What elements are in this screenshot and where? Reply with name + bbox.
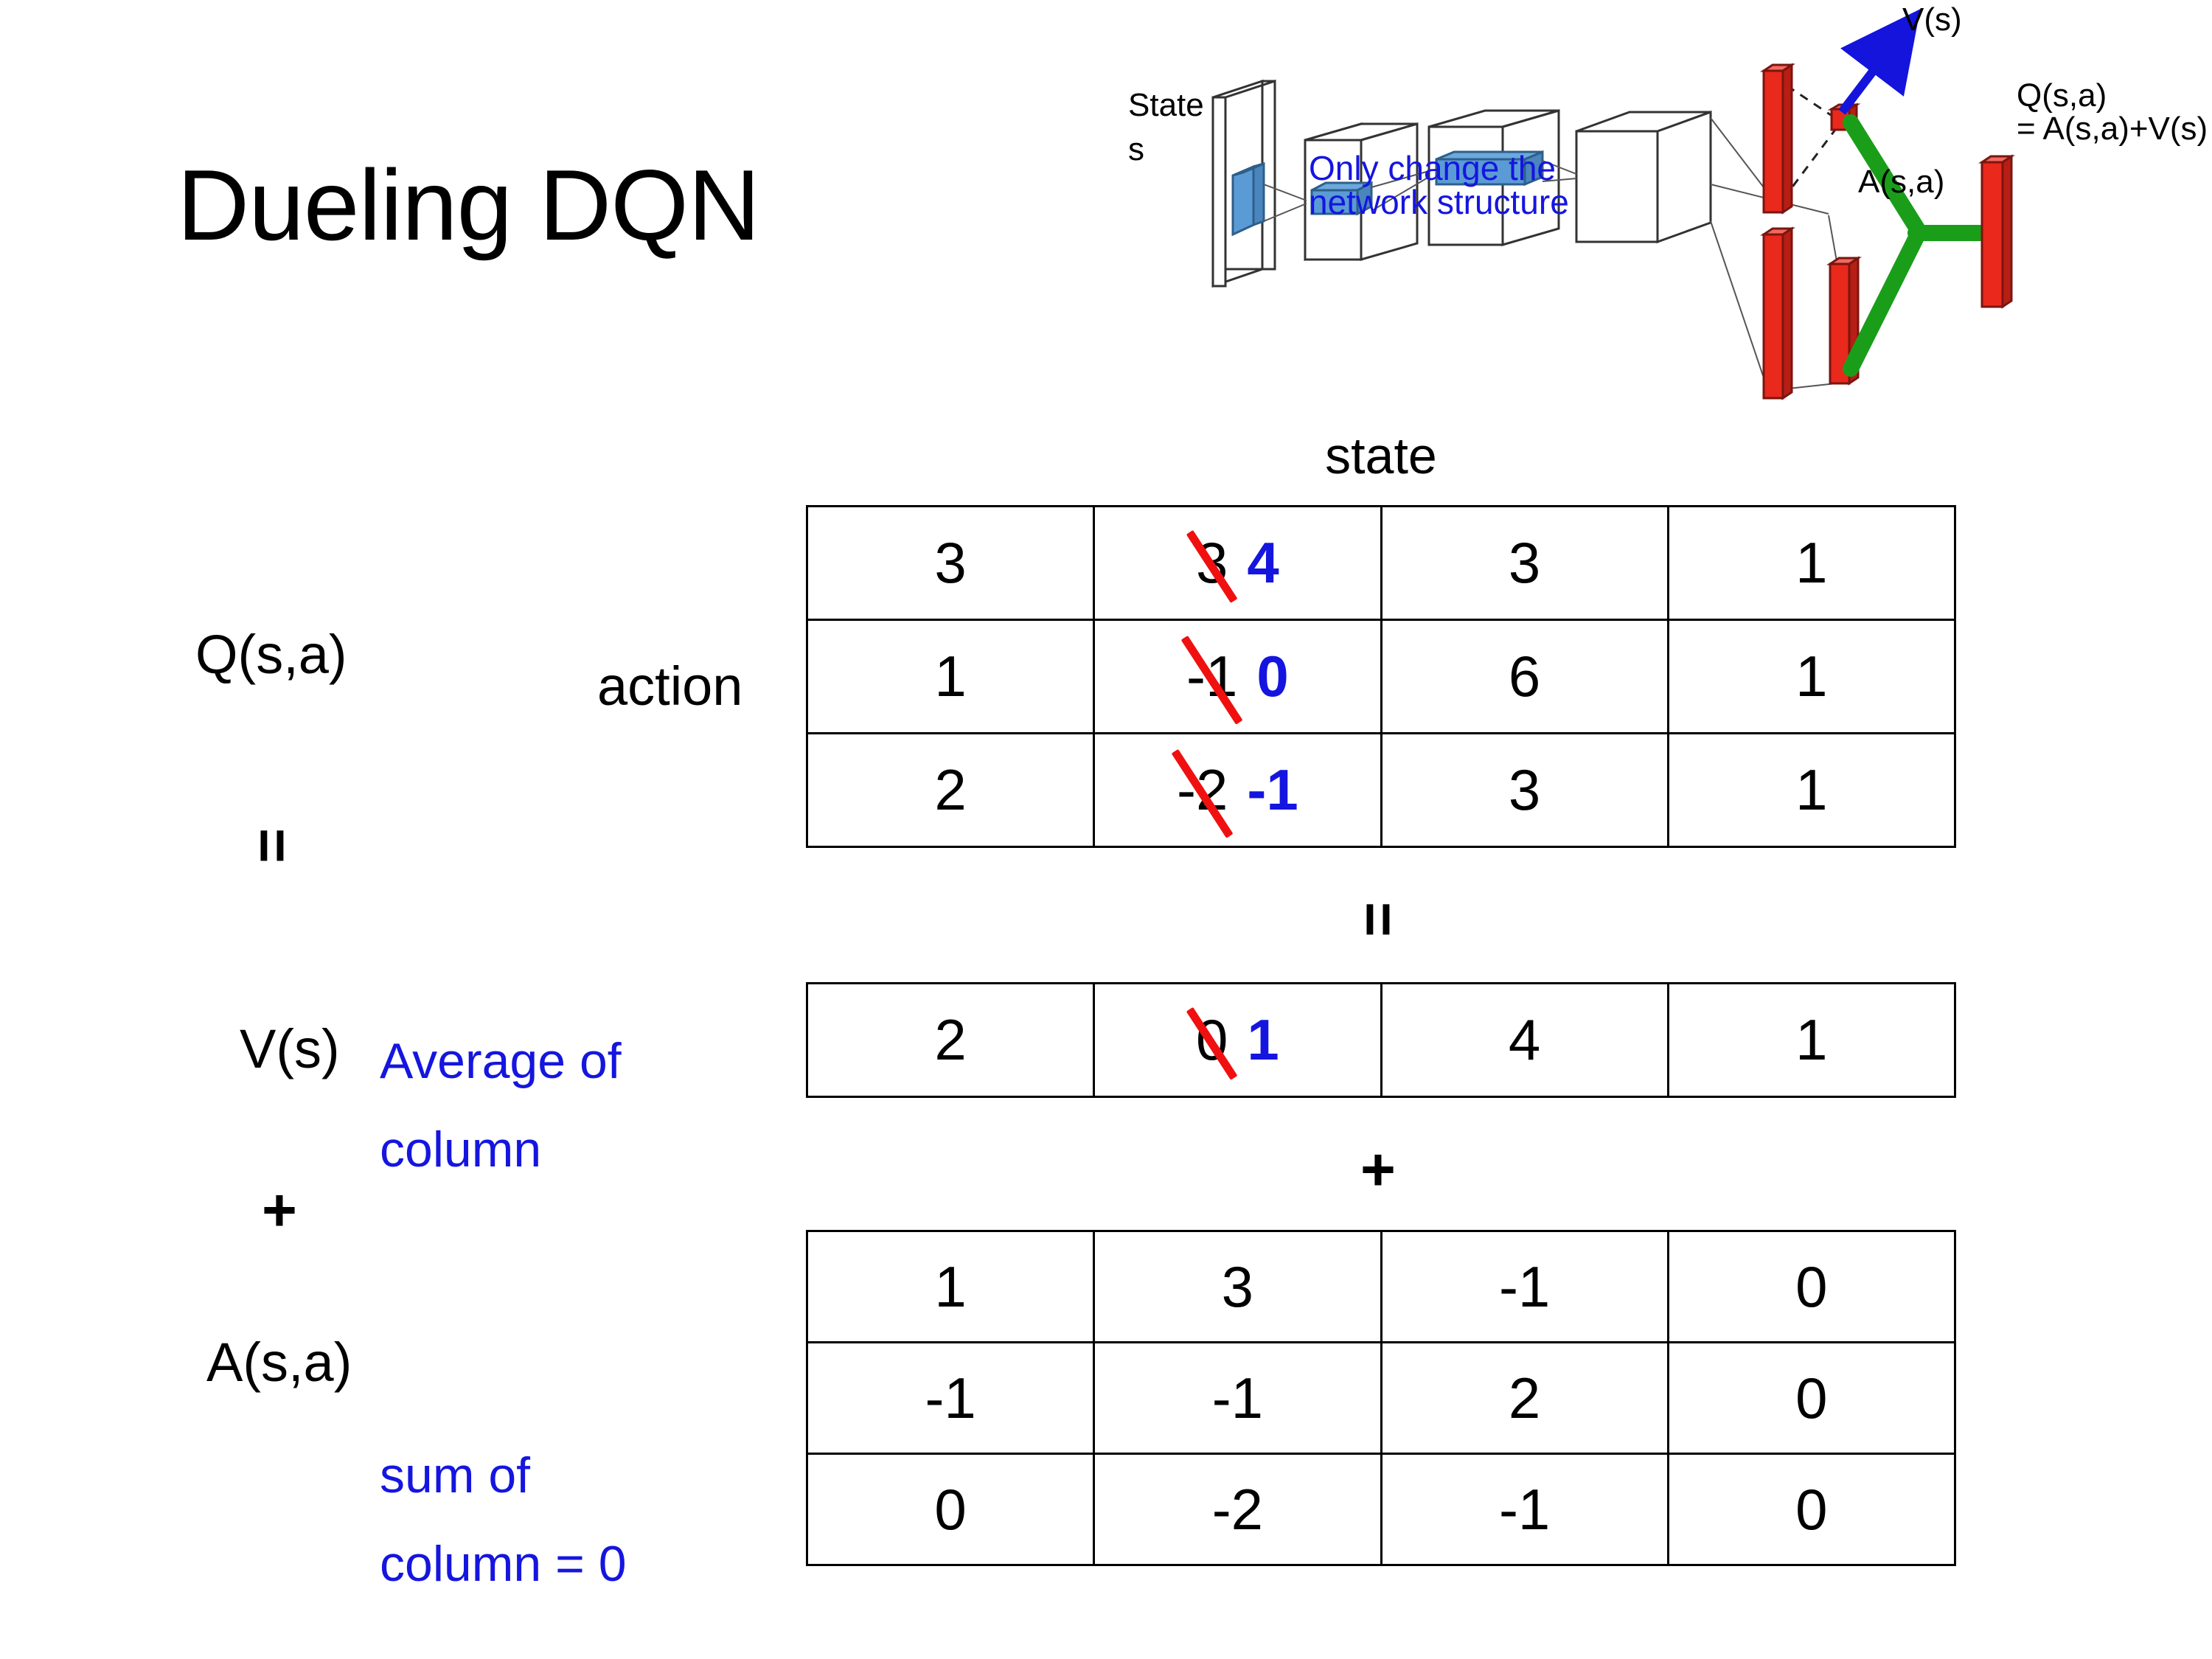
v-cell-0-3[interactable]: 1 [1666,982,1957,1098]
page-title: Dueling DQN [177,149,760,261]
q-cell-0-3[interactable]: 1 [1666,505,1957,621]
v-note-line2: column [380,1121,542,1178]
table-row: 0 -2 -1 0 [805,1453,1957,1566]
v-function-label: V(s) [240,1018,340,1079]
conv-layer-3-icon [1575,110,1712,244]
table-row: 2 0 1 4 1 [805,982,1957,1098]
a-cell-1-1[interactable]: -1 [1093,1341,1382,1455]
v-note-line1: Average of [380,1033,622,1089]
q-cell-1-1[interactable]: -1 0 [1093,619,1382,734]
diagram-q-label-line1: Q(s,a) [2017,77,2107,114]
value-output-arrow-icon [1838,9,1921,115]
diagram-state-label: State [1128,87,1204,123]
plus-sign-middle: + [1360,1136,1396,1203]
advantage-table: 1 3 -1 0 -1 -1 2 0 0 -2 -1 0 [805,1230,1957,1566]
a-cell-1-3[interactable]: 0 [1666,1341,1957,1455]
diagram-note-line2: network structure [1309,183,1569,221]
diagram-note-line1: Only change the [1309,149,1557,187]
diagram-state-sublabel: s [1128,131,1144,167]
dueling-network-diagram: State s Only change the network structur… [1091,0,2212,413]
aggregation-link-icon [1843,114,1995,377]
q-cell-1-3[interactable]: 1 [1666,619,1957,734]
input-patch-icon [1231,162,1265,237]
q-cell-1-0[interactable]: 1 [805,619,1096,734]
a-cell-0-3[interactable]: 0 [1666,1230,1957,1343]
action-axis-label: action [597,655,743,717]
q-cell-1-2[interactable]: 6 [1380,619,1669,734]
v-cell-0-0[interactable]: 2 [805,982,1096,1098]
a-cell-1-2[interactable]: 2 [1380,1341,1669,1455]
a-cell-2-0[interactable]: 0 [805,1453,1096,1566]
q-cell-0-1-old: 3 [1195,530,1228,595]
a-note-line2: column = 0 [380,1536,627,1592]
table-row: -1 -1 2 0 [805,1341,1957,1455]
conv-patch-1-icon [1310,181,1373,216]
diagram-q-label-line2: = A(s,a)+V(s) [2017,111,2208,147]
table-row: 1 -1 0 6 1 [805,619,1957,734]
v-cell-0-2[interactable]: 4 [1380,982,1669,1098]
state-axis-label: state [1325,427,1437,484]
q-value-table: 3 3 4 3 1 1 -1 0 6 [805,505,1957,848]
q-cell-1-1-old: -1 [1186,644,1238,709]
q-output-bar-icon [1978,154,2015,309]
a-cell-0-0[interactable]: 1 [805,1230,1096,1343]
plus-sign-left: + [262,1177,297,1244]
q-cell-0-0[interactable]: 3 [805,505,1096,621]
advantage-stream-bar-icon [1760,226,1795,400]
diagram-advantage-label: A(s,a) [1858,164,1945,200]
equals-sign-middle: = [1344,902,1412,937]
q-cell-2-1-new: -1 [1247,757,1298,822]
q-cell-0-1-new: 4 [1247,530,1279,595]
a-cell-0-1[interactable]: 3 [1093,1230,1382,1343]
q-cell-2-2[interactable]: 3 [1380,732,1669,848]
v-cell-0-1-new: 1 [1247,1007,1279,1072]
v-cell-0-1[interactable]: 0 1 [1093,982,1382,1098]
table-row: 2 -2 -1 3 1 [805,732,1957,848]
conv-patch-2-icon [1435,150,1544,187]
diagram-value-label: V(s) [1902,1,1962,38]
q-cell-0-2[interactable]: 3 [1380,505,1669,621]
equals-sign-left: = [238,828,306,863]
q-cell-2-1[interactable]: -2 -1 [1093,732,1382,848]
v-cell-0-1-old: 0 [1195,1007,1228,1072]
q-function-label: Q(s,a) [195,624,347,685]
q-cell-0-1[interactable]: 3 4 [1093,505,1382,621]
a-cell-2-3[interactable]: 0 [1666,1453,1957,1566]
a-function-label: A(s,a) [206,1332,352,1393]
table-row: 1 3 -1 0 [805,1230,1957,1343]
a-cell-2-1[interactable]: -2 [1093,1453,1382,1566]
a-cell-2-2[interactable]: -1 [1380,1453,1669,1566]
q-cell-2-1-old: -2 [1177,757,1228,822]
q-cell-2-0[interactable]: 2 [805,732,1096,848]
a-note-line1: sum of [380,1447,531,1503]
network-diagram-svg [1211,9,2015,400]
q-cell-2-3[interactable]: 1 [1666,732,1957,848]
table-row: 3 3 4 3 1 [805,505,1957,621]
value-stream-bar-icon [1760,63,1795,215]
a-cell-0-2[interactable]: -1 [1380,1230,1669,1343]
a-cell-1-0[interactable]: -1 [805,1341,1096,1455]
q-cell-1-1-new: 0 [1256,644,1289,709]
v-value-table: 2 0 1 4 1 [805,982,1957,1098]
